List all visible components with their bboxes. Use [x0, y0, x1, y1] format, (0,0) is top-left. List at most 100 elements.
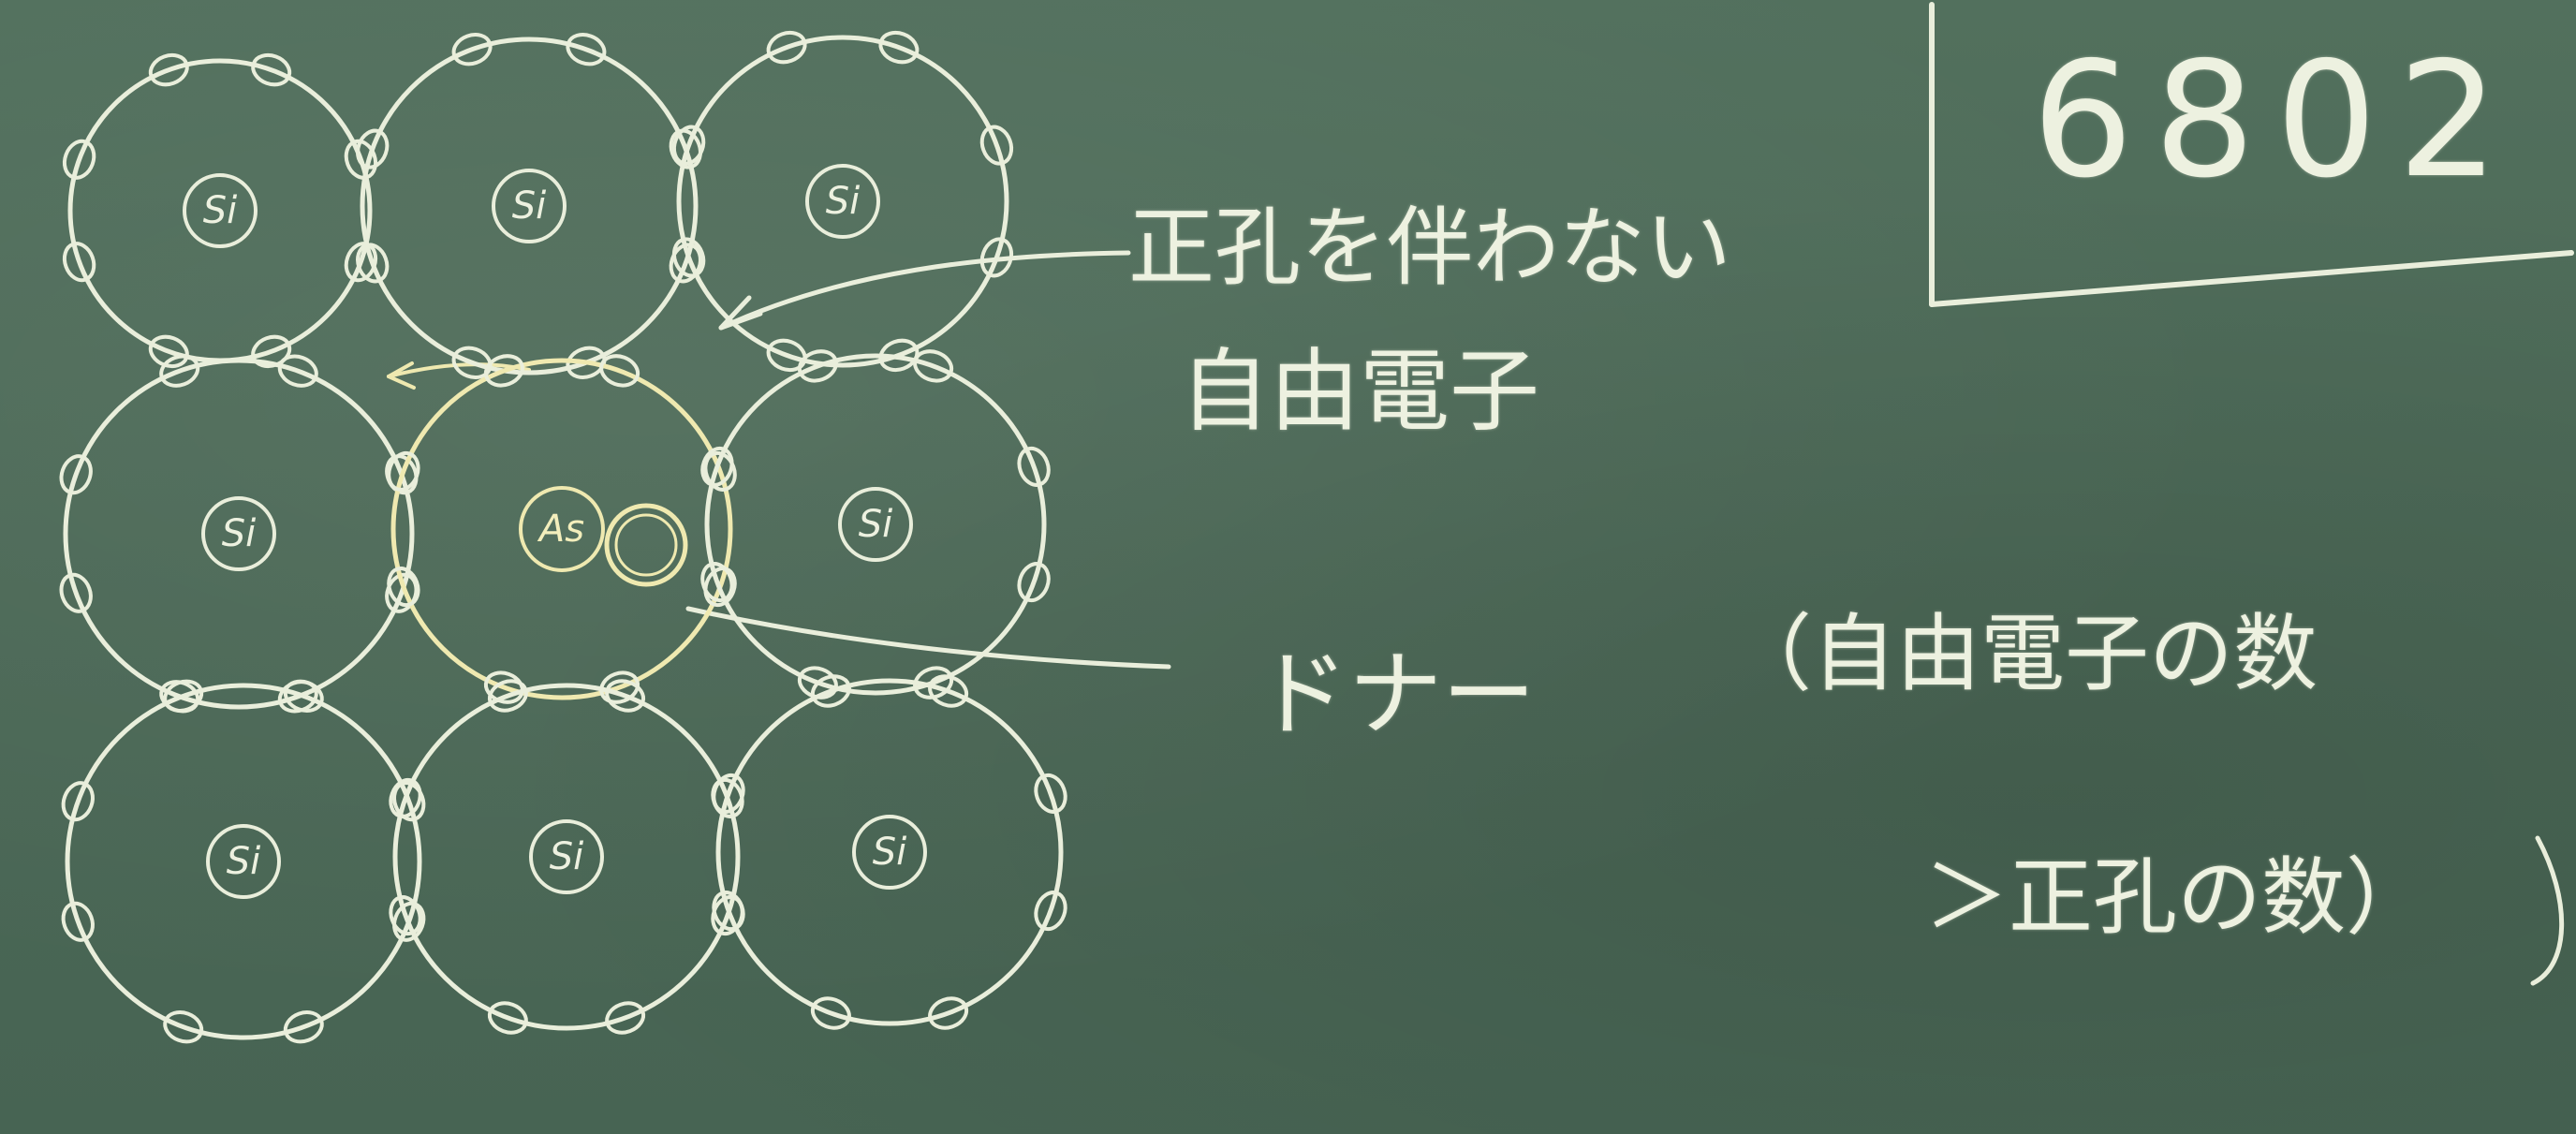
valence-electron [283, 679, 324, 713]
valence-electron [389, 895, 422, 936]
valence-electron [59, 572, 93, 613]
silicon-atom [356, 33, 702, 379]
valence-electron [148, 52, 189, 87]
silicon-atom [61, 679, 426, 1044]
atom-nucleus [206, 824, 281, 899]
number-box [1929, 2, 2574, 307]
valence-electron [356, 243, 390, 284]
atom-shell [390, 358, 733, 700]
atom-nucleus [519, 486, 605, 572]
valence-electron [389, 777, 422, 818]
board-number: 6802 [2032, 28, 2520, 214]
valence-electron [61, 901, 95, 942]
valence-electron [1034, 891, 1067, 932]
valence-electron [712, 773, 745, 814]
closing-paren [2530, 835, 2565, 986]
donor-atom-symbol: As [538, 508, 585, 551]
valence-electron [700, 562, 734, 603]
label-no-hole-line1: 正孔を伴わない [1128, 198, 1732, 298]
silicon-atom-symbol: Si [226, 840, 261, 883]
donor-label: ドナー [1255, 640, 1536, 749]
donor-pointer-line [685, 606, 1171, 670]
valence-electron [61, 781, 95, 822]
valence-electron [669, 243, 702, 284]
valence-electron [566, 33, 607, 66]
valence-electron [605, 679, 646, 713]
valence-electron [599, 670, 640, 704]
atom-shell [360, 37, 699, 376]
valence-electron [566, 346, 607, 379]
silicon-atom-symbol: Si [221, 512, 257, 555]
valence-electron [810, 674, 851, 708]
valence-electron [878, 338, 920, 373]
atom-nucleus [529, 819, 604, 894]
donor-note-line1: （自由電子の数 [1728, 605, 2318, 703]
valence-electron [344, 139, 378, 180]
valence-electron [392, 781, 426, 822]
atom-nucleus [838, 487, 913, 562]
silicon-atom-symbol: Si [872, 831, 907, 874]
valence-electron [712, 891, 745, 932]
label-free-electron: 自由電子 [1180, 339, 1539, 444]
valence-electron [163, 679, 204, 713]
atom-nucleus [805, 164, 880, 239]
valence-electron [277, 354, 318, 388]
atom-shell [704, 353, 1047, 696]
silicon-atom [700, 349, 1051, 700]
atom-shell [65, 683, 422, 1040]
valence-electron [387, 450, 420, 492]
silicon-atom [671, 30, 1014, 373]
valence-electron [700, 446, 734, 487]
valence-electron [766, 30, 807, 65]
valence-electron [451, 346, 493, 379]
valence-electron [671, 125, 706, 166]
extra-electron-ring [604, 503, 688, 587]
silicon-atom-symbol: Si [549, 835, 584, 878]
valence-electron [62, 139, 96, 180]
valence-electron [979, 237, 1014, 278]
valence-electron [1034, 773, 1067, 814]
atom-shell [63, 358, 415, 710]
valence-electron [487, 679, 528, 713]
valence-electron [810, 996, 851, 1030]
valence-electron [913, 349, 954, 383]
valence-electron [159, 354, 200, 388]
valence-electron [283, 1010, 324, 1044]
valence-electron [163, 1010, 204, 1044]
valence-electron [62, 242, 96, 283]
silicon-atom-symbol: Si [825, 180, 861, 223]
valence-electron [797, 349, 838, 383]
atom-shell [715, 678, 1064, 1026]
silicon-atom-symbol: Si [202, 189, 238, 232]
valence-electron [928, 996, 969, 1030]
valence-electron [979, 125, 1014, 166]
valence-electron [878, 30, 920, 65]
silicon-atom [59, 354, 419, 714]
valence-electron [451, 33, 493, 66]
valence-electron [59, 454, 93, 495]
valence-electron [766, 338, 807, 373]
free-electron-arrow [718, 250, 1131, 331]
valence-electron [387, 567, 420, 608]
valence-electron [605, 1001, 646, 1035]
atom-nucleus [183, 173, 258, 248]
atom-nucleus [201, 496, 276, 571]
valence-electron [599, 354, 640, 388]
atom-shell [676, 35, 1009, 368]
valence-electron [1017, 562, 1051, 603]
valence-electron [928, 674, 969, 708]
valence-electron [1017, 446, 1051, 487]
valence-electron [487, 1001, 528, 1035]
silicon-atom [712, 674, 1067, 1030]
valence-electron [483, 354, 524, 388]
donor-note-line2: ＞正孔の数） [1924, 848, 2430, 947]
valence-electron [671, 237, 706, 278]
silicon-atom-symbol: Si [511, 184, 547, 228]
valence-electron [251, 52, 292, 87]
atom-shell [392, 683, 741, 1031]
atom-nucleus [492, 169, 567, 243]
atom-nucleus [852, 815, 927, 890]
valence-electron [356, 128, 390, 169]
